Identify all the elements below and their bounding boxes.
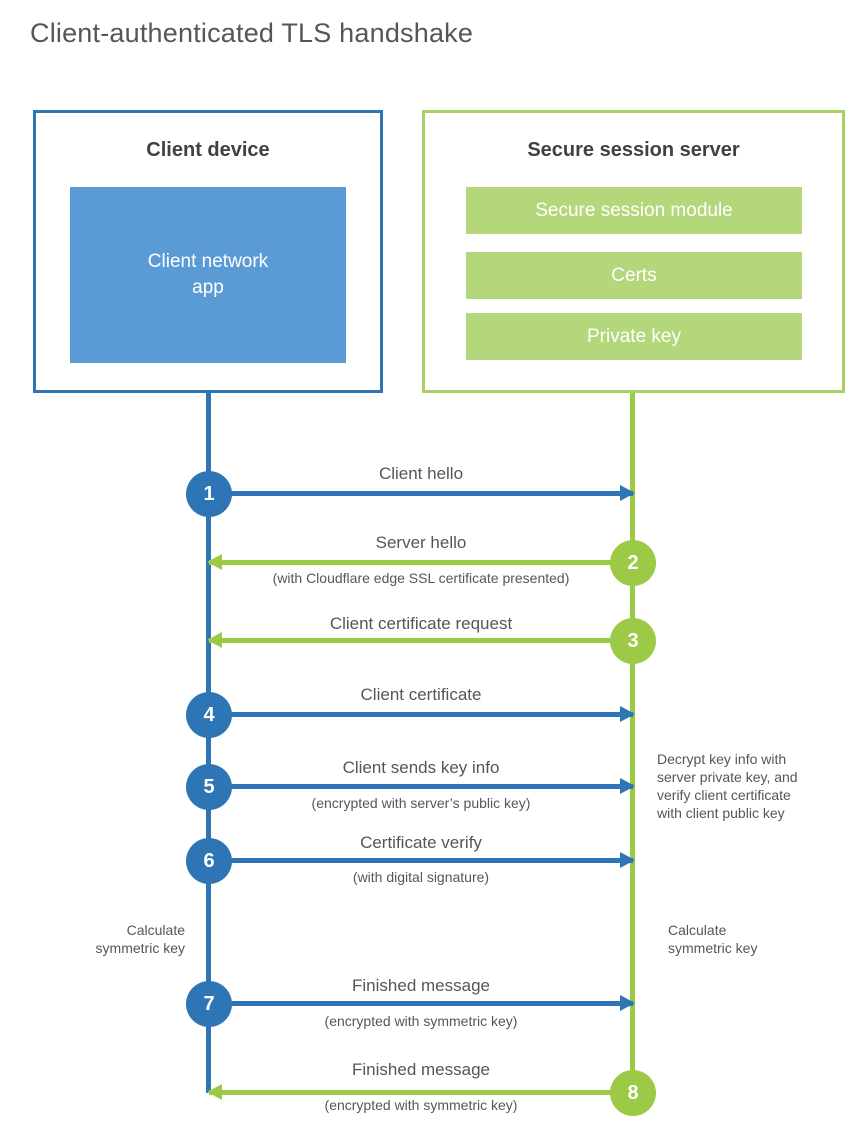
step-arrow — [207, 554, 633, 570]
server-certs-bar: Certs — [466, 252, 802, 299]
step-circle: 2 — [610, 540, 656, 586]
server-private-key-label: Private key — [587, 325, 681, 347]
arrowhead-left-icon — [207, 632, 222, 648]
arrowhead-left-icon — [207, 554, 222, 570]
secure-session-server-box: Secure session server Secure session mod… — [422, 110, 845, 393]
client-device-label: Client device — [146, 139, 270, 161]
step-arrow — [207, 632, 633, 648]
step-circle: 4 — [186, 692, 232, 738]
client-network-app-label: Client network app — [147, 251, 269, 298]
step-label: Finished message — [352, 976, 490, 995]
step-sublabel: (encrypted with symmetric key) — [324, 1013, 518, 1029]
arrowhead-right-icon — [620, 706, 635, 722]
step-sublabel: (with digital signature) — [352, 869, 490, 885]
page-title: Client-authenticated TLS handshake — [30, 18, 474, 48]
server-module-label: Secure session module — [535, 199, 733, 221]
secure-session-server-label: Secure session server — [527, 139, 740, 161]
step-circle: 1 — [186, 471, 232, 517]
step-number: 5 — [203, 775, 215, 798]
step-number: 8 — [627, 1081, 639, 1104]
server-calculate-note: Calculate symmetric key — [668, 922, 758, 956]
step-number: 6 — [203, 849, 215, 872]
step-number: 2 — [627, 551, 639, 574]
server-private-key-bar: Private key — [466, 313, 802, 360]
arrowhead-right-icon — [620, 995, 635, 1011]
step-sublabel: (encrypted with server’s public key) — [311, 795, 531, 811]
client-device-box: Client device Client network app — [33, 110, 383, 393]
server-decrypt-note: Decrypt key info with server private key… — [657, 751, 798, 821]
server-module-bar: Secure session module — [466, 187, 802, 234]
step-label: Server hello — [375, 533, 467, 552]
step-label: Client sends key info — [342, 758, 500, 777]
step-arrow — [209, 778, 635, 794]
step-label: Certificate verify — [360, 833, 482, 852]
step-circle: 3 — [610, 618, 656, 664]
step-sublabel: (with Cloudflare edge SSL certificate pr… — [272, 570, 570, 586]
client-lifeline — [206, 393, 211, 1093]
step-number: 3 — [627, 629, 639, 652]
client-network-app-box: Client network app — [70, 187, 346, 363]
step-number: 4 — [203, 703, 215, 726]
arrowhead-right-icon — [620, 778, 635, 794]
step-arrow — [209, 485, 635, 501]
step-circle: 6 — [186, 838, 232, 884]
step-arrow — [209, 995, 635, 1011]
step-number: 7 — [203, 992, 215, 1015]
step-label: Client certificate request — [329, 614, 513, 633]
step-label: Client hello — [378, 464, 464, 483]
client-calculate-note: Calculate symmetric key — [95, 922, 185, 956]
step-number: 1 — [203, 482, 215, 505]
step-circle: 5 — [186, 764, 232, 810]
step-arrow — [209, 706, 635, 722]
step-label: Client certificate — [360, 685, 482, 704]
arrowhead-right-icon — [620, 852, 635, 868]
arrowhead-right-icon — [620, 485, 635, 501]
server-certs-label: Certs — [611, 264, 657, 286]
arrowhead-left-icon — [207, 1084, 222, 1100]
step-label: Finished message — [352, 1060, 490, 1079]
step-circle: 7 — [186, 981, 232, 1027]
step-circle: 8 — [610, 1070, 656, 1116]
server-lifeline — [630, 393, 635, 1093]
step-arrow — [207, 1084, 633, 1100]
step-arrow — [209, 852, 635, 868]
step-sublabel: (encrypted with symmetric key) — [324, 1097, 518, 1113]
